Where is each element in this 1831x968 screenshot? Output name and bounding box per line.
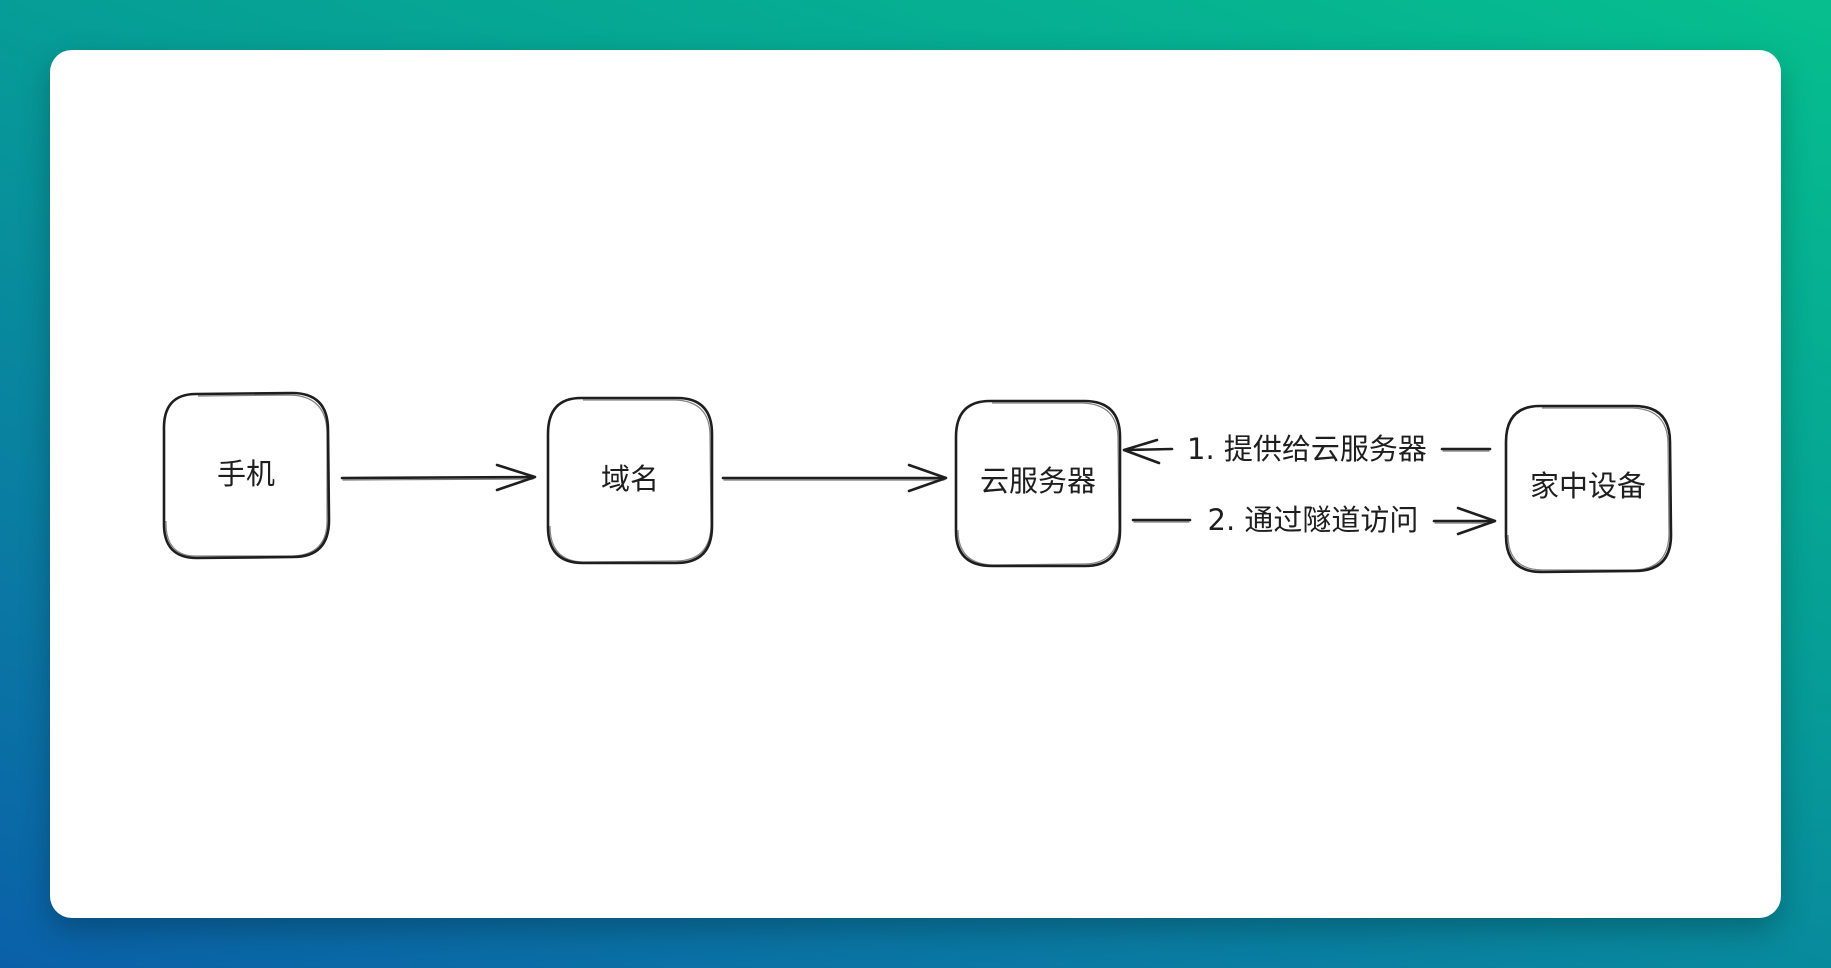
edge-phone-to-domain[interactable] (340, 463, 537, 492)
arrowhead-icon (1122, 438, 1161, 465)
edge-home-to-cloud[interactable]: 1. 提供给云服务器 (1122, 432, 1492, 466)
node-phone[interactable]: 手机 (162, 391, 331, 560)
node-domain[interactable]: 域名 (546, 396, 714, 565)
edge-cloud-to-home[interactable]: 2. 通过隧道访问 (1131, 503, 1497, 537)
node-home-device[interactable]: 家中设备 (1504, 404, 1673, 574)
canvas-card (50, 50, 1781, 918)
edge-home-to-cloud-label: 1. 提供给云服务器 (1187, 432, 1427, 466)
node-cloud-server[interactable]: 云服务器 (954, 399, 1122, 568)
arrowhead-icon (495, 463, 537, 492)
arrowhead-icon (907, 463, 948, 493)
arrowhead-icon (1456, 506, 1497, 536)
node-phone-label: 手机 (217, 457, 275, 491)
edge-domain-to-cloud[interactable] (721, 463, 948, 493)
edge-cloud-to-home-label: 2. 通过隧道访问 (1208, 503, 1419, 537)
node-home-device-label: 家中设备 (1530, 469, 1646, 503)
node-domain-label: 域名 (601, 462, 659, 496)
node-cloud-server-label: 云服务器 (980, 464, 1096, 498)
